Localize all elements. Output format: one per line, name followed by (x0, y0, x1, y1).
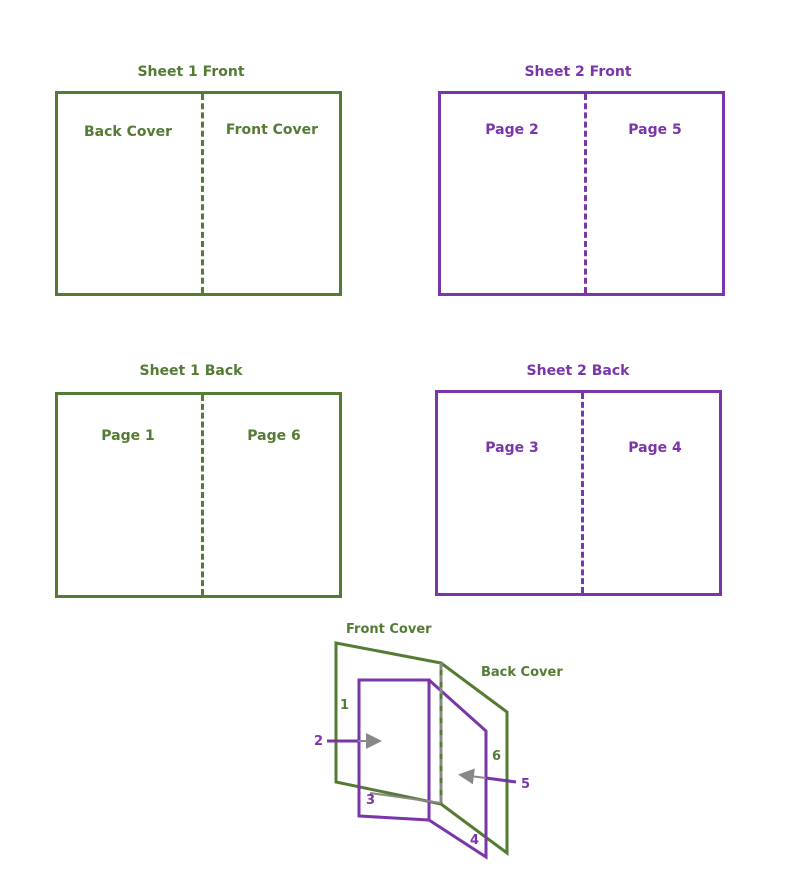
panel-label-page-6: Page 6 (247, 428, 301, 444)
sheet2-front: Page 2 Page 5 (438, 91, 725, 296)
fold-line (201, 94, 204, 293)
number-6: 6 (492, 749, 502, 764)
fold-line (581, 393, 584, 593)
panel-label-front-cover: Front Cover (225, 122, 319, 138)
sheet1-back-title: Sheet 1 Back (139, 363, 243, 379)
panel-label-page-5: Page 5 (628, 122, 682, 138)
label-back-cover: Back Cover (481, 665, 563, 680)
number-5: 5 (521, 777, 531, 792)
sheet1-front: Back Cover Front Cover (55, 91, 342, 296)
sheet2-back-title: Sheet 2 Back (526, 363, 630, 379)
arrow-page-5-head (458, 768, 487, 785)
arrow-page-5 (485, 776, 517, 784)
number-4: 4 (470, 833, 480, 848)
outer-sheet-back-panel (440, 661, 509, 856)
sheet2-front-title: Sheet 2 Front (524, 64, 632, 80)
inner-sheet-back-panel (427, 678, 488, 860)
panel-label-page-4: Page 4 (628, 440, 682, 456)
panel-label-page-2: Page 2 (485, 122, 539, 138)
number-1: 1 (340, 698, 350, 713)
fold-line (584, 94, 587, 293)
inner-sheet-bottom-hint (369, 792, 442, 804)
panel-label-page-3: Page 3 (485, 440, 539, 456)
sheet2-back: Page 3 Page 4 (435, 390, 722, 596)
panel-label-back-cover: Back Cover (83, 124, 173, 140)
label-front-cover: Front Cover (346, 622, 432, 637)
outer-sheet-front-panel (334, 641, 443, 806)
number-2: 2 (314, 734, 324, 749)
sheet1-front-title: Sheet 1 Front (137, 64, 245, 80)
fold-line (201, 395, 204, 595)
sheet1-back: Page 1 Page 6 (55, 392, 342, 598)
panel-label-page-1: Page 1 (101, 428, 155, 444)
number-3: 3 (366, 793, 376, 808)
